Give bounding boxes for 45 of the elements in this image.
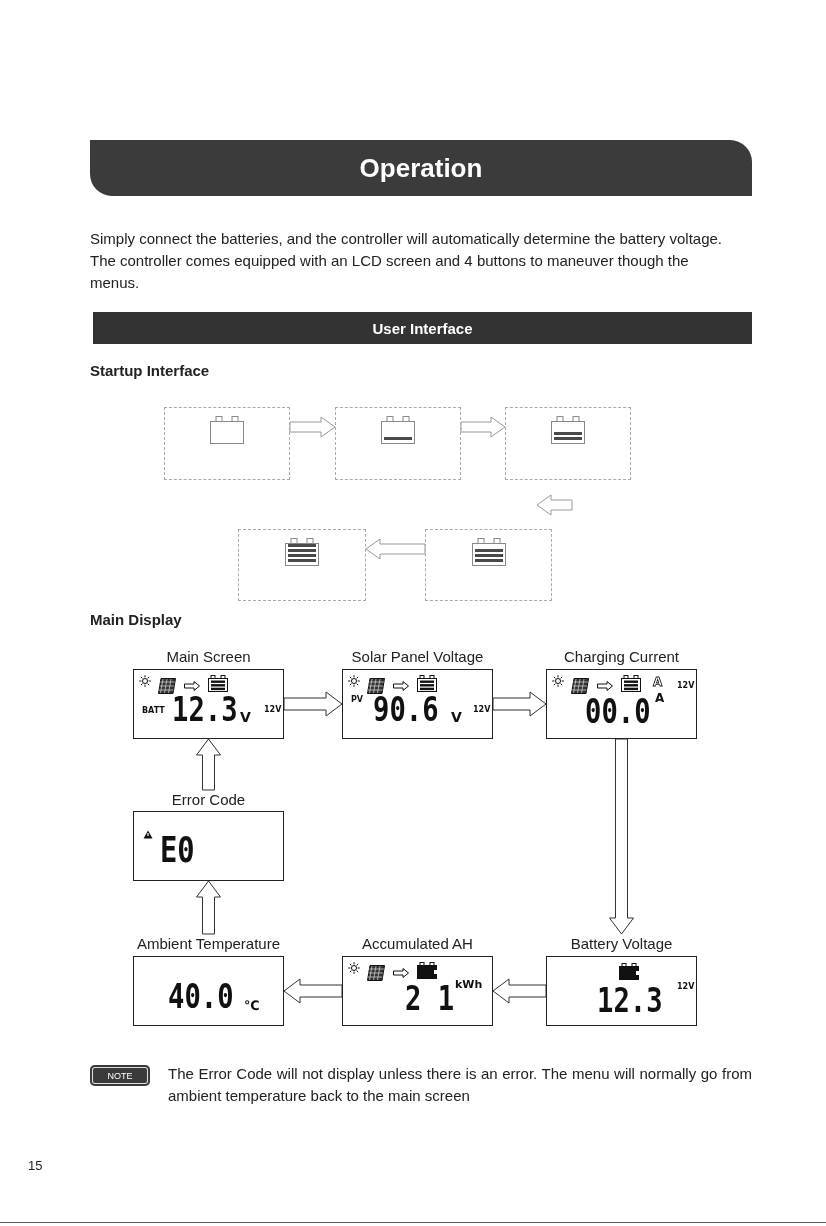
screen-title: Solar Panel Voltage bbox=[350, 647, 485, 667]
note-badge: NOTE bbox=[90, 1065, 150, 1086]
lcd-indicator: A bbox=[653, 676, 663, 688]
block-arrow bbox=[609, 738, 634, 935]
subheading: Main Display bbox=[90, 611, 182, 628]
block-arrow bbox=[196, 880, 221, 935]
lcd-reading: 2 1 bbox=[405, 981, 455, 1015]
block-arrow bbox=[460, 416, 506, 438]
lcd-reading: 90.6 bbox=[373, 692, 439, 726]
lcd-indicator: 12V bbox=[677, 682, 695, 690]
lcd-indicator: V bbox=[451, 710, 462, 724]
lcd-indicator: 12V bbox=[264, 706, 282, 714]
block-arrow bbox=[196, 738, 221, 791]
block-arrow bbox=[492, 691, 547, 717]
lcd-indicator: 12V bbox=[677, 983, 695, 991]
block-arrow bbox=[289, 416, 336, 438]
lcd-reading: 12.3 bbox=[597, 983, 663, 1017]
lcd-indicator: BATT bbox=[142, 707, 165, 715]
lcd-indicator: V bbox=[240, 710, 251, 724]
lcd-reading: 12.3 bbox=[172, 692, 238, 726]
lcd-indicator: kWh bbox=[455, 979, 483, 990]
lcd-reading: 40.0 bbox=[168, 979, 234, 1013]
lcd-indicator: ℃ bbox=[244, 999, 260, 1012]
screen-title: Battery Voltage bbox=[569, 934, 674, 954]
lcd-indicator: PV bbox=[351, 696, 364, 704]
page-number: 15 bbox=[28, 1158, 43, 1173]
block-arrow bbox=[283, 978, 343, 1004]
note-text: The Error Code will not display unless there is an error. The menu will normally go from ambient temperature back to the main screen bbox=[168, 1064, 752, 1106]
lcd-reading: 00.0 bbox=[585, 694, 651, 728]
lcd-indicator: A bbox=[655, 692, 665, 704]
screen-title: Charging Current bbox=[562, 647, 681, 667]
block-arrow bbox=[283, 691, 343, 717]
screen-title: Main Screen bbox=[165, 647, 252, 667]
intro-paragraph: Simply connect the batteries, and the controller will automatically determine the battery voltage. The controller comes equipped with an LCD screen and 4 buttons to maneuver though the menus. bbox=[90, 229, 723, 293]
subheading: Startup Interface bbox=[90, 362, 210, 379]
block-arrow bbox=[365, 538, 426, 560]
screen-title: Error Code bbox=[170, 790, 247, 810]
section-header: User Interface bbox=[93, 312, 752, 344]
block-arrow bbox=[492, 978, 547, 1004]
block-arrow bbox=[536, 494, 573, 516]
page-title: Operation bbox=[90, 140, 752, 196]
screen-title: Accumulated AH bbox=[361, 934, 474, 954]
lcd-reading: E0 bbox=[160, 832, 195, 868]
lcd-indicator: 12V bbox=[473, 706, 491, 714]
screen-title: Ambient Temperature bbox=[135, 934, 282, 954]
